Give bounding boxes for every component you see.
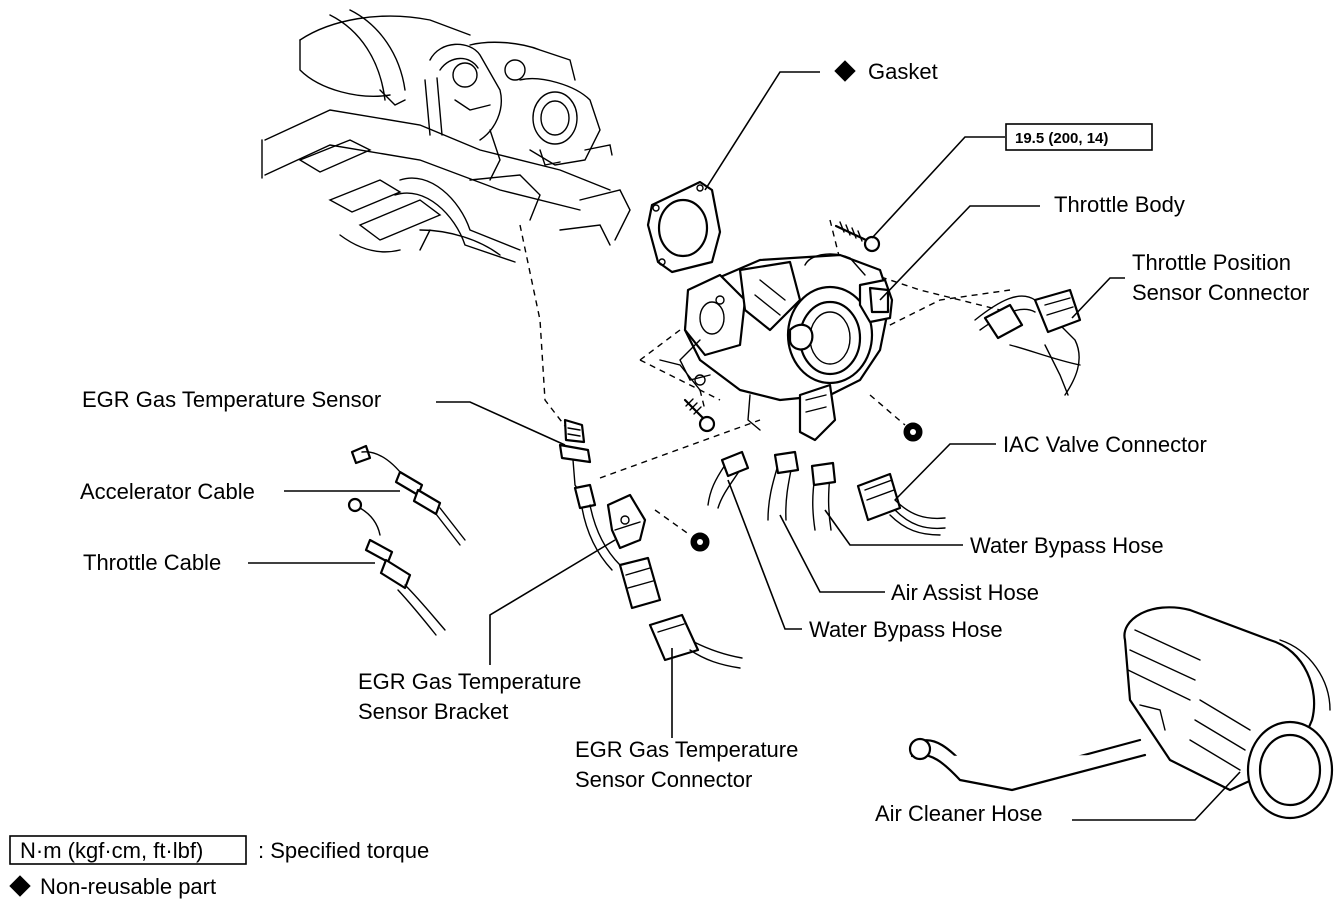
nut-bracket xyxy=(690,532,710,552)
gasket-diamond-icon xyxy=(834,60,856,82)
label-throttle-body: Throttle Body xyxy=(1054,192,1185,217)
black-diamond-icon xyxy=(9,875,31,897)
label-accelerator-cable: Accelerator Cable xyxy=(80,479,255,504)
legend-torque-box xyxy=(9,835,247,865)
legend-torque-text: : Specified torque xyxy=(258,838,429,863)
iac-connector-part xyxy=(856,472,946,536)
label-egr-sensor: EGR Gas Temperature Sensor xyxy=(82,387,381,412)
alignment-lines xyxy=(519,219,1011,536)
label-egr-bracket-line2: Sensor Bracket xyxy=(358,699,508,724)
throttle-cable-part xyxy=(364,538,446,636)
air-cleaner-hose-part xyxy=(908,606,1334,820)
label-water-bypass-hose-1: Water Bypass Hose xyxy=(970,533,1164,558)
legend: N·m (kgf·cm, ft·lbf) : Specified torque … xyxy=(9,835,429,899)
tps-connector-part xyxy=(974,288,1082,396)
label-water-bypass-hose-2: Water Bypass Hose xyxy=(809,617,1003,642)
legend-torque-unit: N·m (kgf·cm, ft·lbf) xyxy=(20,838,203,863)
labels: Gasket 19.5 (200, 14) Throttle Body Thro… xyxy=(80,59,1309,826)
label-air-assist-hose: Air Assist Hose xyxy=(891,580,1039,605)
egr-bracket-part xyxy=(606,493,647,550)
label-tps-connector-line1: Throttle Position xyxy=(1132,250,1291,275)
label-egr-bracket-line1: EGR Gas Temperature xyxy=(358,669,581,694)
label-egr-connector-line1: EGR Gas Temperature xyxy=(575,737,798,762)
hose-pieces xyxy=(707,450,837,531)
gasket-part xyxy=(646,180,722,274)
nut-right xyxy=(903,422,923,442)
label-iac-connector: IAC Valve Connector xyxy=(1003,432,1207,457)
label-gasket: Gasket xyxy=(868,59,938,84)
label-tps-connector-line2: Sensor Connector xyxy=(1132,280,1309,305)
accelerator-cable-part xyxy=(347,444,466,546)
legend-nonreusable-text: Non-reusable part xyxy=(40,874,216,899)
torque-box xyxy=(1005,123,1153,151)
label-air-cleaner-hose: Air Cleaner Hose xyxy=(875,801,1043,826)
egr-sensor-part xyxy=(558,418,621,571)
throttle-body-bolt xyxy=(683,398,716,433)
egr-connector-part xyxy=(618,556,743,669)
throttle-body-part xyxy=(659,253,894,442)
label-torque-value: 19.5 (200, 14) xyxy=(1015,130,1108,147)
label-throttle-cable: Throttle Cable xyxy=(83,550,221,575)
label-egr-connector-line2: Sensor Connector xyxy=(575,767,752,792)
engine-intake-drawing xyxy=(261,9,631,263)
leader-lines xyxy=(248,71,1241,821)
